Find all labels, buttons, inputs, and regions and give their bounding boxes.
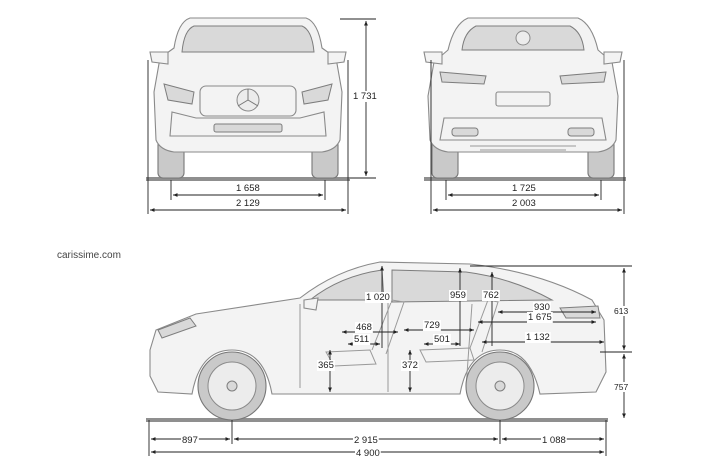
label-backdrop bbox=[511, 198, 537, 209]
label-backdrop bbox=[401, 360, 419, 371]
label-backdrop bbox=[541, 435, 567, 446]
label-backdrop bbox=[511, 183, 537, 194]
rear-left-taillight bbox=[439, 71, 487, 85]
rear-legroom-label: 729 bbox=[424, 320, 440, 331]
label-backdrop bbox=[433, 334, 451, 345]
side-rear-window bbox=[391, 269, 554, 303]
front-right-headlight bbox=[301, 83, 333, 105]
label-backdrop bbox=[449, 290, 467, 301]
front-seat-cushion-label: 511 bbox=[354, 334, 369, 345]
rear-bumper bbox=[439, 117, 607, 141]
label-backdrop bbox=[353, 334, 371, 345]
front-left-headlight bbox=[163, 83, 195, 105]
label-backdrop bbox=[365, 292, 391, 303]
front-view: 1 731 1 658 2 129 bbox=[146, 17, 378, 214]
label-backdrop bbox=[613, 306, 630, 316]
side-view: 1 020 959 762 930 1 675 1 132 468 511 72… bbox=[146, 261, 632, 459]
label-backdrop bbox=[352, 91, 378, 102]
label-backdrop bbox=[353, 435, 379, 446]
front-headroom-label: 1 020 bbox=[366, 292, 390, 303]
side-rear-hub bbox=[494, 380, 506, 392]
front-right-mirror bbox=[327, 51, 347, 65]
roof-to-window-label: 613 bbox=[614, 306, 628, 316]
rear-headroom-b-label: 762 bbox=[483, 290, 499, 301]
label-backdrop bbox=[613, 382, 630, 392]
rear-right-taillight bbox=[559, 71, 607, 85]
cargo-length-label: 1 132 bbox=[526, 332, 550, 343]
front-seat-height-label: 365 bbox=[318, 360, 334, 371]
label-backdrop bbox=[482, 290, 500, 301]
rear-right-mirror bbox=[603, 51, 623, 65]
side-front-hub bbox=[226, 380, 238, 392]
side-ground-line bbox=[146, 418, 608, 422]
rear-track-label: 1 725 bbox=[512, 183, 536, 194]
label-backdrop bbox=[355, 448, 381, 459]
rear-ground-line bbox=[424, 177, 626, 181]
rear-right-exhaust bbox=[567, 127, 595, 137]
label-backdrop bbox=[181, 435, 199, 446]
side-headlight bbox=[157, 317, 197, 339]
front-width-label: 2 129 bbox=[236, 198, 260, 209]
label-backdrop bbox=[527, 312, 553, 323]
rear-seat-cushion-label: 501 bbox=[434, 334, 450, 345]
rear-overhang-label: 1 088 bbox=[542, 435, 566, 446]
label-backdrop bbox=[533, 302, 551, 313]
label-backdrop bbox=[525, 332, 551, 343]
front-left-mirror bbox=[149, 51, 169, 65]
front-star-emblem-lines bbox=[237, 89, 259, 107]
front-lower-intake bbox=[213, 123, 283, 133]
wheelbase-label: 2 915 bbox=[354, 435, 378, 446]
front-seat-depth-label: 468 bbox=[356, 322, 372, 333]
front-ground-line bbox=[146, 177, 350, 181]
front-height-label: 1 731 bbox=[353, 91, 377, 102]
label-backdrop bbox=[235, 183, 261, 194]
rear-star-emblem-icon bbox=[515, 30, 531, 46]
rear-underbody-lines bbox=[470, 145, 576, 151]
label-backdrop bbox=[423, 320, 441, 331]
side-mirror bbox=[303, 297, 319, 311]
rear-sill-height-label: 757 bbox=[614, 382, 628, 392]
rear-cabin-label: 1 675 bbox=[528, 312, 552, 323]
label-backdrop bbox=[317, 360, 335, 371]
rear-plate-recess bbox=[495, 91, 551, 107]
label-backdrop bbox=[355, 322, 373, 333]
rear-left-exhaust bbox=[451, 127, 479, 137]
trunk-length-label: 930 bbox=[534, 302, 550, 313]
rear-view: 1 725 2 003 bbox=[423, 17, 626, 214]
overall-length-label: 4 900 bbox=[356, 448, 380, 459]
rear-headroom-label: 959 bbox=[450, 290, 466, 301]
front-track-label: 1 658 bbox=[236, 183, 260, 194]
front-overhang-label: 897 bbox=[182, 435, 198, 446]
rear-seat-height-label: 372 bbox=[402, 360, 418, 371]
label-backdrop bbox=[235, 198, 261, 209]
rear-left-mirror bbox=[423, 51, 443, 65]
front-windscreen bbox=[181, 25, 315, 53]
site-watermark: carissime.com bbox=[57, 250, 121, 261]
rear-width-label: 2 003 bbox=[512, 198, 536, 209]
